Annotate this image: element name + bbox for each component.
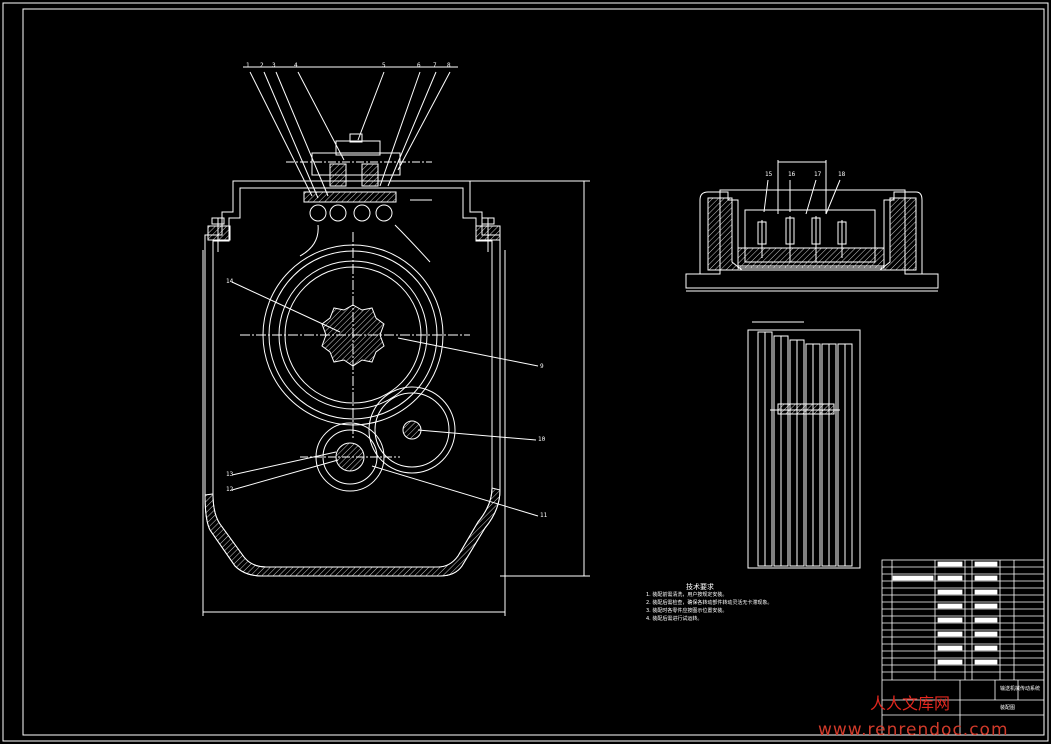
note-line-1: 1. 装配前需清洗，用户按规定安装。 — [646, 592, 728, 598]
part-label-17: 17 — [814, 171, 822, 178]
part-label-12: 12 — [226, 486, 234, 493]
main-housing-view — [202, 66, 590, 616]
notes-title: 技术要求 — [686, 583, 714, 591]
technical-notes: 技术要求 1. 装配前需清洗，用户按规定安装。 2. 装配后需检查，确保各转动部… — [646, 583, 772, 623]
section-view — [685, 160, 939, 292]
part-label-8: 8 — [447, 62, 451, 69]
part-label-9: 9 — [540, 363, 544, 370]
part-label-11: 11 — [540, 512, 548, 519]
note-line-3: 3. 装配时各零件应按图示位置安装。 — [646, 608, 728, 614]
part-label-13: 13 — [226, 471, 234, 478]
part-label-18: 18 — [838, 171, 846, 178]
title-block-name: 输送机械传动系统 — [1000, 686, 1041, 692]
inner-frame — [22, 8, 1045, 736]
note-line-4: 4. 装配后需进行试运转。 — [646, 616, 703, 622]
part-label-14: 14 — [226, 278, 234, 285]
note-line-2: 2. 装配后需检查，确保各转动部件转动灵活无卡滞现象。 — [646, 600, 773, 606]
part-label-4: 4 — [294, 62, 298, 69]
part-label-15: 15 — [765, 171, 773, 178]
part-label-2: 2 — [260, 62, 264, 69]
part-label-1: 1 — [246, 62, 250, 69]
title-block-sub: 装配图 — [1000, 705, 1016, 711]
part-label-5: 5 — [382, 62, 386, 69]
part-label-3: 3 — [272, 62, 276, 69]
watermark-cn: 人人文库网 — [870, 694, 951, 713]
title-block — [881, 559, 1045, 736]
part-label-6: 6 — [417, 62, 421, 69]
belt-side-view — [747, 321, 861, 569]
part-label-10: 10 — [538, 436, 546, 443]
watermark-url: www.renrendoc.com — [818, 720, 1009, 740]
part-label-16: 16 — [788, 171, 796, 178]
part-label-7: 7 — [433, 62, 437, 69]
